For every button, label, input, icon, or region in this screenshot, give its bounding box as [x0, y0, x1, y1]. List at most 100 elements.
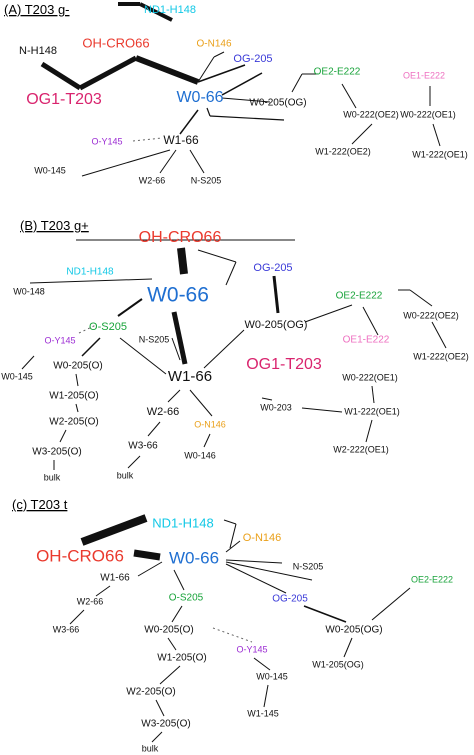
node-c-nd1h148: ND1-H148 — [152, 515, 213, 530]
edge-b-1 — [177, 247, 188, 275]
edge-c-7 — [225, 561, 313, 581]
edge-c-20 — [253, 657, 271, 671]
node-b-w0148: W0-148 — [13, 286, 45, 296]
edge-c-12 — [171, 605, 183, 623]
node-b-w0222oe2: W0-222(OE2) — [403, 310, 459, 320]
edge-b-11 — [431, 321, 447, 349]
edge-b-15 — [203, 329, 245, 369]
edge-b-28 — [301, 407, 343, 413]
edge-b-19 — [75, 403, 79, 413]
edge-a-9 — [221, 97, 271, 103]
edge-c-1 — [133, 549, 161, 561]
node-c-w166: W1-66 — [100, 573, 130, 584]
node-a-w0222oe2: W0-222(OE2) — [343, 109, 399, 119]
node-a-og205: OG-205 — [233, 53, 272, 65]
node-c-w0145: W0-145 — [256, 671, 288, 681]
edge-b-10 — [409, 289, 433, 307]
node-a-ohcro66: OH-CRO66 — [82, 35, 149, 50]
node-b-ohcro66: OH-CRO66 — [139, 229, 222, 246]
node-b-oy145: O-Y145 — [44, 335, 75, 345]
edge-c-18 — [371, 587, 411, 621]
node-b-w366: W3-66 — [128, 441, 158, 452]
edge-c-3 — [229, 523, 237, 549]
edge-c-10 — [95, 585, 111, 597]
node-b-oe1e222: OE1-E222 — [343, 335, 390, 346]
edge-c-19 — [343, 637, 353, 658]
node-b-w1222oe2: W1-222(OE2) — [413, 351, 469, 361]
node-c-bulk: bulk — [142, 743, 159, 753]
node-b-w0205o: W0-205(O) — [53, 361, 102, 372]
edge-c-11 — [69, 609, 85, 625]
edge-b-6 — [272, 275, 280, 314]
edge-b-13 — [171, 337, 181, 361]
panel-label-layer: (A) T203 g-(B) T203 g+(c) T203 t — [4, 2, 89, 512]
edge-c-15 — [155, 699, 165, 717]
edge-a-8 — [221, 72, 263, 96]
edge-a-6 — [213, 51, 225, 58]
node-a-oe1e222: OE1-E222 — [403, 70, 445, 80]
edge-b-30 — [365, 419, 373, 443]
edge-b-23 — [189, 389, 213, 417]
node-a-og1t203: OG1-T203 — [26, 91, 102, 108]
edge-c-13 — [167, 637, 177, 651]
node-c-n146: O-N146 — [243, 532, 282, 544]
edge-a-21 — [159, 149, 177, 174]
node-a-w266: W2-66 — [139, 175, 166, 185]
node-a-ns205: N-S205 — [191, 175, 222, 185]
node-b-w266: W2-66 — [147, 406, 179, 418]
edge-a-16 — [341, 83, 357, 109]
edge-c-16 — [151, 731, 163, 743]
edge-a-20 — [81, 149, 171, 177]
edge-c-4 — [225, 540, 241, 553]
node-b-og1t203: OG1-T203 — [246, 356, 322, 373]
node-a-w1222oe2: W1-222(OE2) — [315, 146, 371, 156]
node-a-w0222oe1: W0-222(OE1) — [400, 109, 456, 119]
node-c-ohcro66: OH-CRO66 — [36, 546, 124, 565]
node-b-bulk1: bulk — [117, 470, 134, 480]
edge-b-5 — [117, 298, 143, 317]
edge-a-13 — [209, 115, 285, 121]
edge-c-5 — [225, 559, 283, 564]
edge-b-29 — [371, 385, 375, 404]
dashed-edge-layer — [78, 137, 253, 643]
edge-b-8 — [362, 306, 379, 336]
node-b-w0203: W0-203 — [260, 402, 292, 412]
edge-a-5 — [197, 56, 215, 83]
edge-c-21 — [263, 684, 269, 708]
edge-c-2 — [223, 519, 237, 525]
node-b-nd1h148: ND1-H148 — [66, 267, 114, 278]
node-c-w0205og: W0-205(OG) — [325, 625, 382, 636]
edge-b-24 — [147, 421, 161, 437]
node-b-w1205o: W1-205(O) — [49, 391, 98, 402]
dashed-edge-b-0 — [78, 324, 97, 334]
node-c-w2205o: W2-205(O) — [126, 687, 175, 698]
edge-b-17 — [119, 337, 167, 375]
edge-b-26 — [203, 433, 211, 448]
node-a-w0205og: W0-205(OG) — [249, 98, 306, 109]
edge-a-11 — [179, 109, 199, 135]
edge-b-7 — [304, 304, 353, 323]
edge-a-14 — [291, 73, 303, 93]
edge-c-0 — [80, 514, 148, 546]
edge-c-14 — [159, 665, 181, 685]
node-b-w0205og: W0-205(OG) — [245, 319, 308, 331]
edge-b-20 — [59, 429, 67, 443]
node-c-oy145: O-Y145 — [236, 644, 267, 654]
node-b-w2222oe1: W2-222(OE1) — [333, 444, 389, 454]
node-c-w3205o: W3-205(O) — [141, 719, 190, 730]
node-b-w166: W1-66 — [168, 368, 212, 385]
node-c-w1205og: W1-205(OG) — [312, 659, 364, 669]
edge-a-22 — [189, 149, 205, 174]
node-a-w0145: W0-145 — [34, 165, 66, 175]
node-b-w066: W0-66 — [147, 284, 209, 307]
node-c-oe2e222: OE2-E222 — [411, 574, 453, 584]
node-c-w366: W3-66 — [53, 624, 80, 634]
node-b-w0145: W0-145 — [1, 371, 33, 381]
node-c-w266: W2-66 — [77, 596, 104, 606]
node-a-oy145: O-Y145 — [91, 136, 122, 146]
edge-a-18 — [351, 123, 373, 145]
edge-a-2 — [40, 61, 82, 91]
edge-a-4 — [134, 55, 200, 85]
node-a-nh148: N-H148 — [19, 45, 57, 57]
